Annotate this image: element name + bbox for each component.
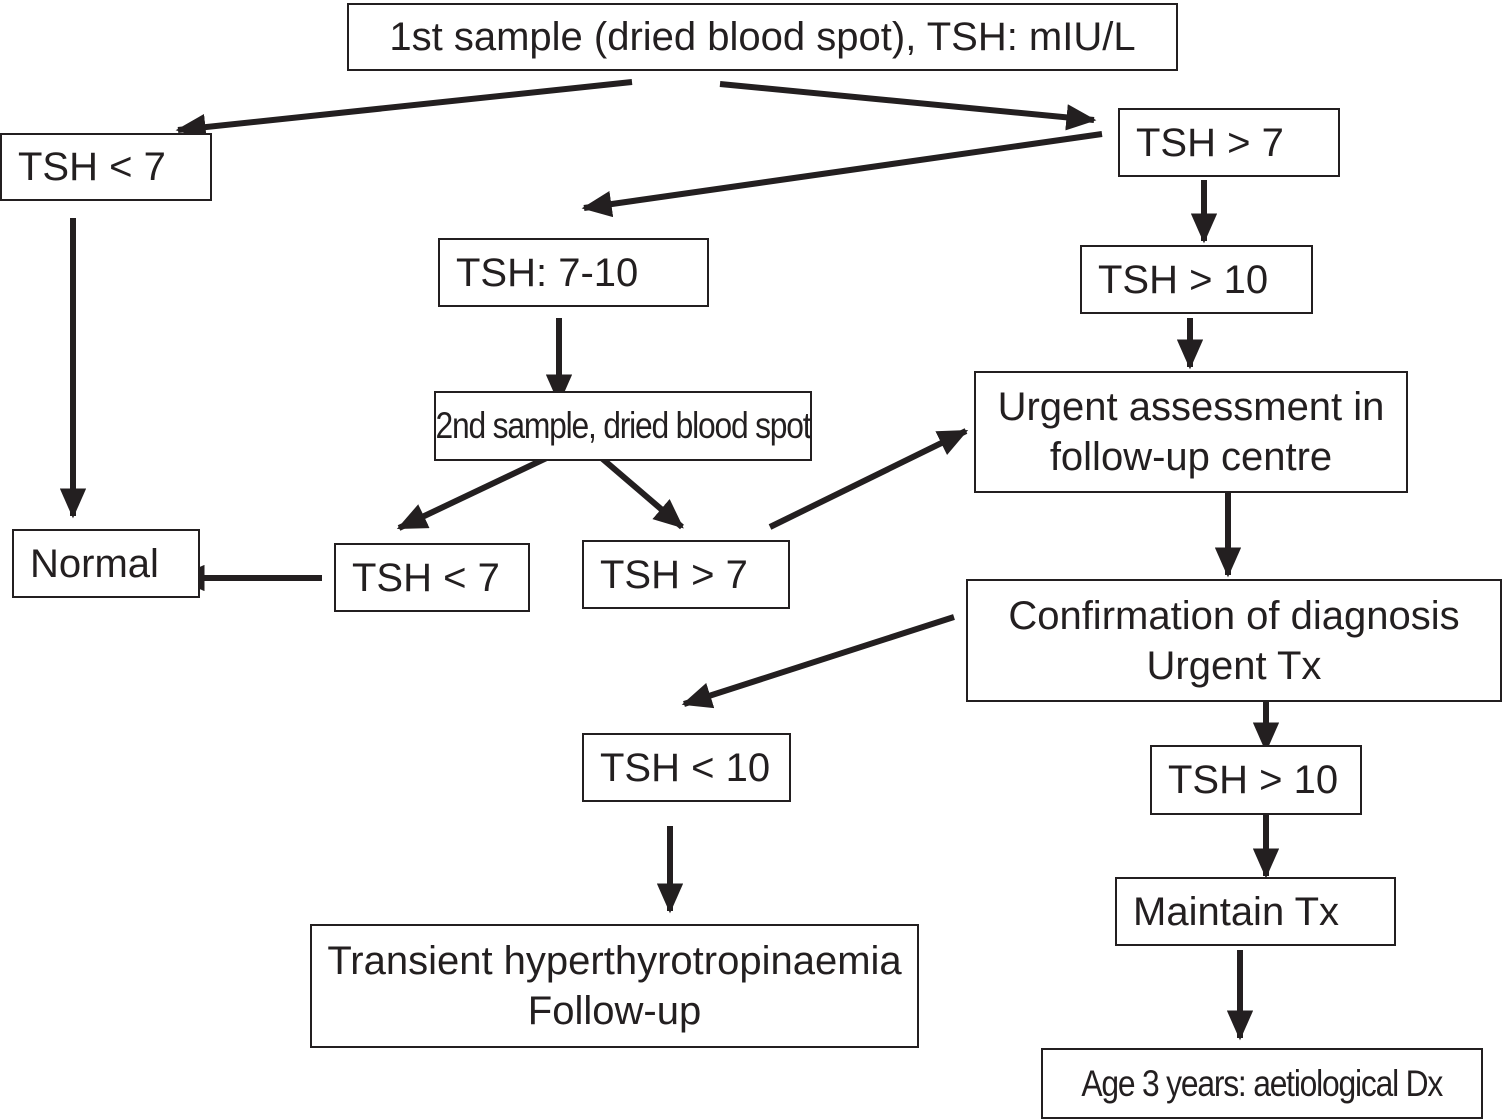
first-sample-label: 1st sample (dried blood spot), TSH: mIU/… [389,15,1136,59]
tsh-lt10-label: TSH < 10 [600,745,771,790]
urgent-assessment-line-1: Urgent assessment in [997,385,1385,429]
arrow-first-to-gt7 [719,81,1097,131]
transient-line-2: Follow-up [527,989,702,1033]
tsh-gt10-bottom-box: TSH > 10 [1150,745,1362,815]
tsh-gt7-mid-label: TSH > 7 [600,552,748,597]
arrow-confirmation-to-lt10 [681,614,955,709]
aetiological-box: Age 3 years: aetiological Dx [1041,1048,1483,1119]
tsh-7-10-box: TSH: 7-10 [438,238,709,307]
transient-box: Transient hyperthyrotropinaemia Follow-u… [310,924,919,1048]
tsh-lt7-mid-box: TSH < 7 [334,543,530,612]
tsh-lt10-box: TSH < 10 [582,733,791,802]
normal-box: Normal [12,529,200,598]
maintain-tx-box: Maintain Tx [1115,877,1396,946]
tsh-gt10-top-box: TSH > 10 [1080,245,1313,314]
tsh-gt10-top-label: TSH > 10 [1098,257,1269,302]
arrow-gt7mid-to-urgent [768,428,969,530]
tsh-gt10-bottom-label: TSH > 10 [1168,758,1339,802]
confirmation-line-2: Urgent Tx [1146,643,1322,688]
confirmation-line-1: Confirmation of diagnosis [1008,593,1460,638]
tsh-lt7-top-box: TSH < 7 [0,133,212,201]
aetiological-label: Age 3 years: aetiological Dx [1081,1062,1444,1104]
tsh-lt7-mid-label: TSH < 7 [352,555,500,600]
first-sample-box: 1st sample (dried blood spot), TSH: mIU/… [347,3,1178,71]
tsh-gt7-top-box: TSH > 7 [1118,108,1340,177]
confirmation-box: Confirmation of diagnosis Urgent Tx [966,579,1502,702]
urgent-assessment-box: Urgent assessment in follow-up centre [974,371,1408,493]
tsh-gt7-mid-box: TSH > 7 [582,540,790,609]
arrow-gt7-to-7-10 [581,131,1103,218]
tsh-7-10-label: TSH: 7-10 [456,250,639,295]
normal-label: Normal [30,541,159,586]
maintain-tx-label: Maintain Tx [1133,889,1340,934]
arrow-first-to-lt7 [175,79,633,141]
tsh-gt7-top-label: TSH > 7 [1136,120,1284,165]
urgent-assessment-line-2: follow-up centre [1049,435,1333,479]
tsh-lt7-top-label: TSH < 7 [18,145,166,189]
second-sample-box: 2nd sample, dried blood spot [434,391,812,461]
arrow-second-to-lt7 [396,450,559,531]
arrow-second-to-gt7 [596,452,684,530]
transient-line-1: Transient hyperthyrotropinaemia [327,939,902,983]
second-sample-label: 2nd sample, dried blood spot [435,405,812,446]
